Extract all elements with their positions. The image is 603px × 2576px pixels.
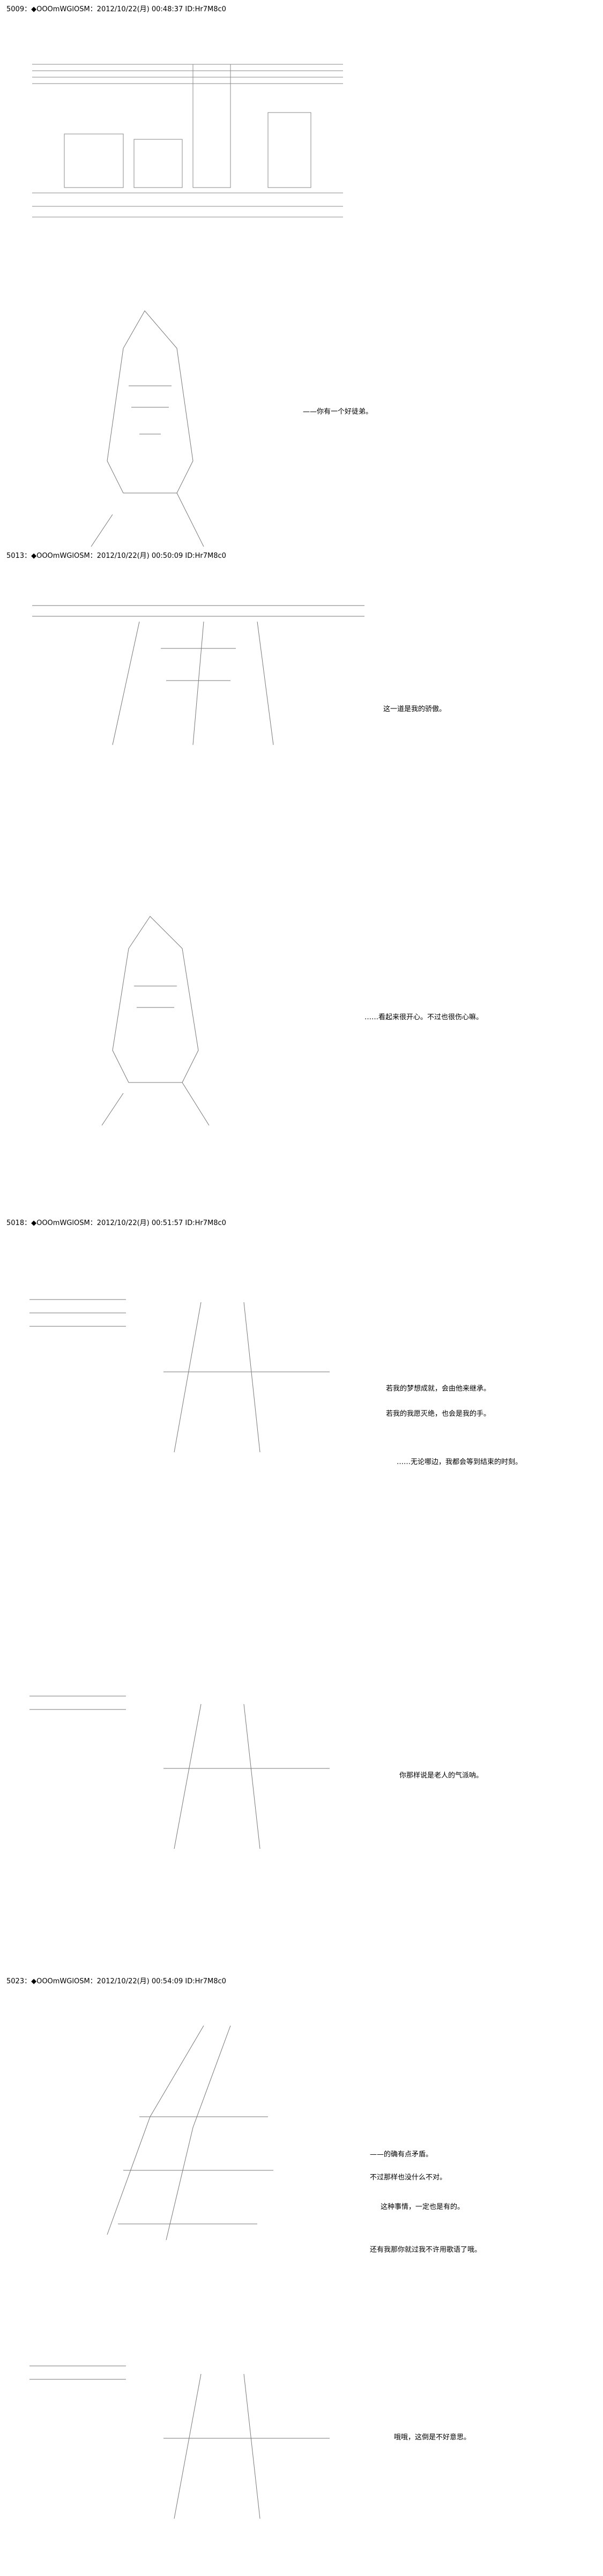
girl-portrait-art [70,300,230,552]
old-woman-art [29,1291,351,1495]
old-woman-art-3 [29,2358,351,2562]
city-skyline-art [32,59,343,225]
dialogue-line: 若我的我愿灭绝，也会是我的手。 [386,1410,491,1418]
dialogue-line: 哦哦，这倒是不好意思。 [394,2433,471,2441]
cloaked-figure-art [43,2010,311,2251]
post-header: 5018：◆OOOmWGlOSM：2012/10/22(月) 00:51:57 … [6,1219,226,1227]
old-woman-art-2 [29,1688,351,1892]
dialogue-line: 还有我那你就过我不许用歌语了哦。 [370,2246,482,2254]
dialogue-line: 若我的梦想成就，会由他来继承。 [386,1385,491,1393]
post-header: 5009：◆OOOmWGlOSM：2012/10/22(月) 00:48:37 … [6,5,226,13]
wide-character-art [32,584,364,761]
post-header: 5023：◆OOOmWGlOSM：2012/10/22(月) 00:54:09 … [6,1977,226,1985]
dialogue-line: ——你有一个好徒弟。 [303,408,373,416]
post-header: 5013：◆OOOmWGlOSM：2012/10/22(月) 00:50:09 … [6,552,226,560]
dialogue-line: ——的确有点矛盾。 [370,2151,433,2159]
dialogue-line: ……看起来很开心。不过也很伤心嘛。 [364,1013,483,1021]
dialogue-line: 不过那样也没什么不对。 [370,2174,447,2182]
dialogue-line: 你那样说是老人的气派呐。 [399,1772,483,1780]
dialogue-line: 这种事情，一定也是有的。 [381,2203,465,2211]
dialogue-line: ……无论哪边，我都会等到结束的时刻。 [397,1458,523,1466]
girl-portrait-art-2 [70,906,241,1131]
dialogue-line: 这一道是我的骄傲。 [383,705,446,713]
